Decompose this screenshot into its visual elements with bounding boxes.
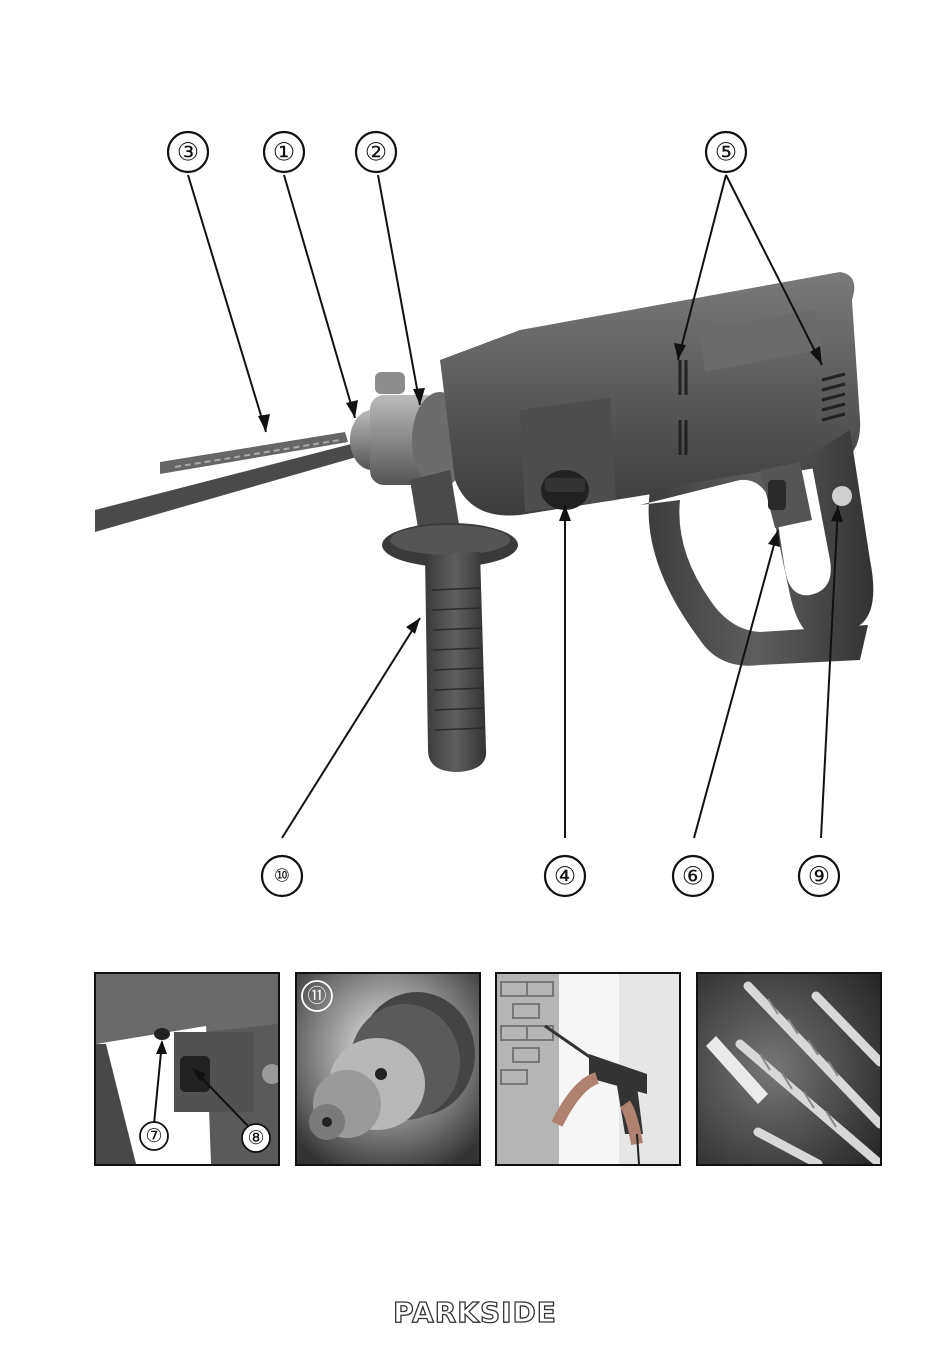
parkside-logo: PARKSIDE <box>0 1296 950 1329</box>
callout-3: ③ <box>168 132 208 172</box>
thumbnail-drilling-wall <box>495 972 681 1166</box>
callout-1: ① <box>264 132 304 172</box>
callout-2: ② <box>356 132 396 172</box>
callout-5: ⑤ <box>706 132 746 172</box>
hammer-drill-diagram: ③ ① ② ⑤ ⑩ ④ ⑥ ⑨ <box>0 0 950 960</box>
callout-10-label: ⑩ <box>274 866 290 887</box>
callout-4-label: ④ <box>554 862 576 891</box>
thumbnail-switch-detail: ⑦ ⑧ <box>94 972 280 1166</box>
auxiliary-handle <box>382 470 518 772</box>
callout-2-label: ② <box>365 138 387 167</box>
thumbnail-drill-bits <box>696 972 882 1166</box>
callout-6-label: ⑥ <box>682 862 704 891</box>
callout-7-label: ⑦ <box>145 1125 162 1147</box>
mode-selector-knob <box>541 470 589 510</box>
callout-3-label: ③ <box>177 138 199 167</box>
callout-5-label: ⑤ <box>715 138 737 167</box>
callout-8-label: ⑧ <box>247 1127 264 1149</box>
callout-9: ⑨ <box>799 856 839 896</box>
thumbnail-chuck-detail: ⑪ <box>295 972 481 1166</box>
callout-4: ④ <box>545 856 585 896</box>
callout-1-label: ① <box>273 138 295 167</box>
callout-10: ⑩ <box>262 856 302 896</box>
callout-6: ⑥ <box>673 856 713 896</box>
callout-9-label: ⑨ <box>808 862 830 891</box>
drill-bit <box>95 432 360 532</box>
callout-11-label: ⑪ <box>307 985 326 1007</box>
lock-button-icon <box>832 486 852 506</box>
